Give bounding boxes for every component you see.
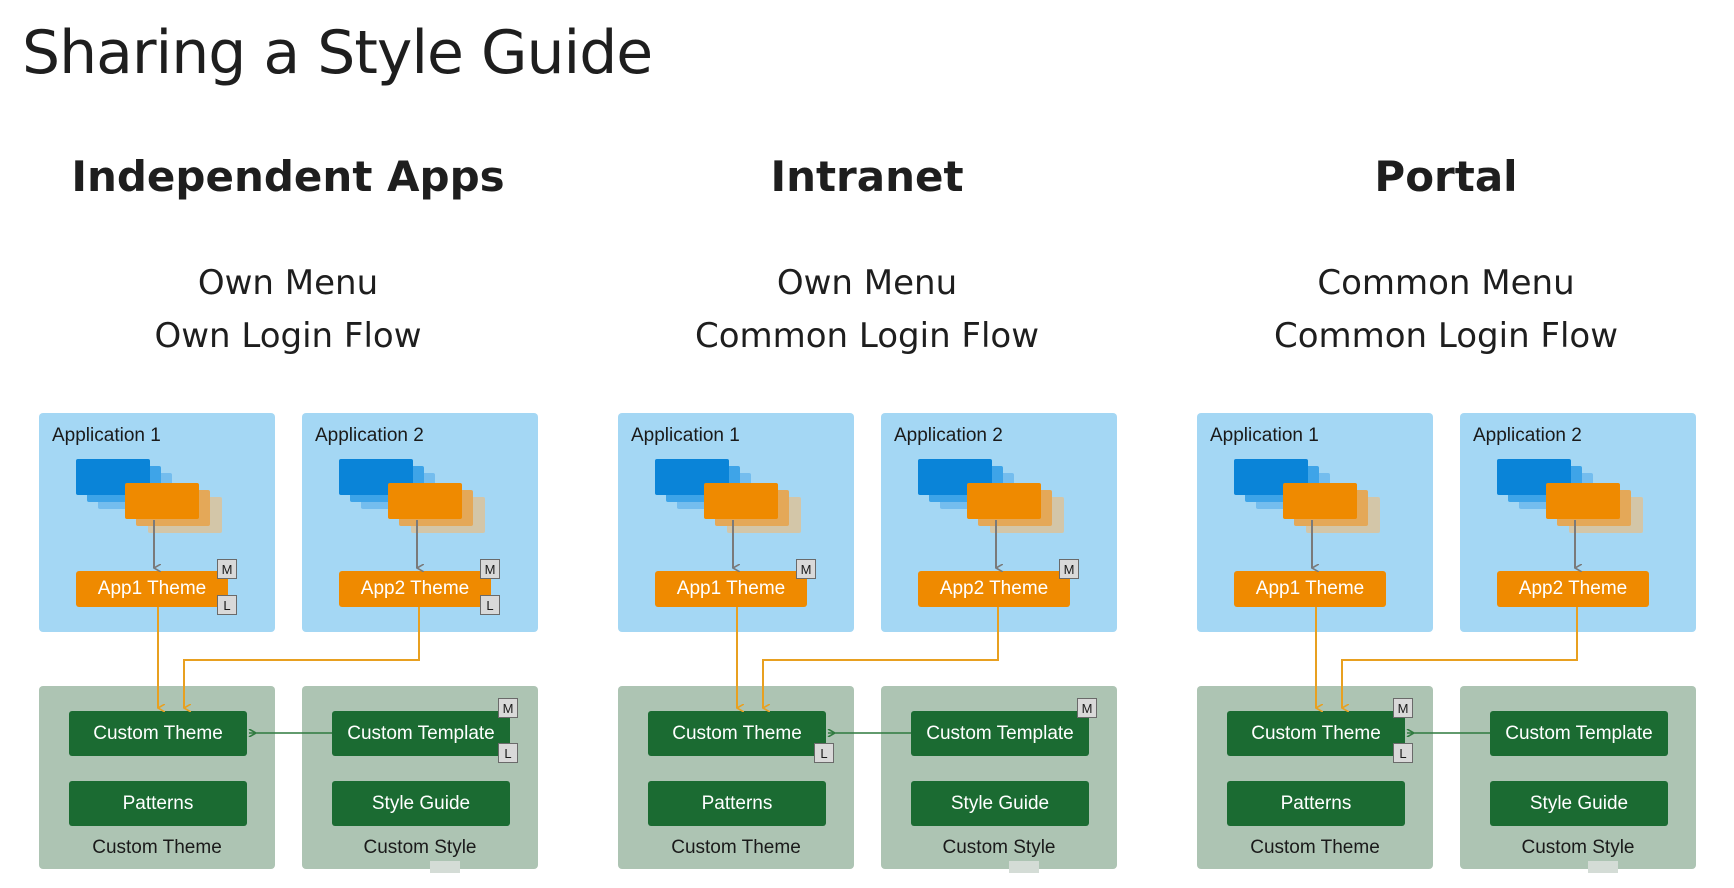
footer-stub <box>1588 861 1618 873</box>
patterns-button[interactable]: Patterns <box>1227 781 1405 826</box>
login-flow-label: Common Login Flow <box>694 316 1040 356</box>
login-tag: L <box>480 595 500 615</box>
menu-label: Own Menu <box>776 263 958 303</box>
page-title: Sharing a Style Guide <box>22 18 653 88</box>
login-flow-label: Own Login Flow <box>154 316 422 356</box>
patterns-button[interactable]: Patterns <box>69 781 247 826</box>
application-2-box: Application 2 App2 Theme <box>1460 413 1696 632</box>
custom-theme-box: Custom Theme Patterns Custom Theme <box>39 686 275 869</box>
custom-theme-caption: Custom Theme <box>671 837 801 858</box>
login-tag: L <box>498 743 518 763</box>
menu-tag: M <box>480 559 500 579</box>
custom-theme-caption: Custom Theme <box>1250 837 1380 858</box>
menu-tag: M <box>498 698 518 718</box>
app1-theme-button[interactable]: App1 Theme <box>655 571 807 607</box>
application-title: Application 2 <box>894 425 1003 446</box>
style-guide-button[interactable]: Style Guide <box>332 781 510 826</box>
custom-theme-caption: Custom Theme <box>92 837 222 858</box>
footer-stub <box>430 861 460 873</box>
app1-theme-button[interactable]: App1 Theme <box>76 571 228 607</box>
custom-style-box: Custom Template M Style Guide Custom Sty… <box>881 686 1117 873</box>
application-1-box: Application 1 App1 Theme M <box>618 413 854 632</box>
menu-tag: M <box>217 559 237 579</box>
app2-theme-button[interactable]: App2 Theme <box>1497 571 1649 607</box>
column-heading: Independent Apps <box>71 152 505 201</box>
app2-theme-button[interactable]: App2 Theme <box>339 571 491 607</box>
application-1-box: Application 1 App1 Theme M L <box>39 413 275 632</box>
custom-theme-button[interactable]: Custom Theme <box>69 711 247 756</box>
column-heading: Portal <box>1374 152 1518 201</box>
application-2-box: Application 2 App2 Theme M L <box>302 413 538 632</box>
custom-template-button[interactable]: Custom Template <box>332 711 510 756</box>
column-heading: Intranet <box>770 152 964 201</box>
style-guide-button[interactable]: Style Guide <box>911 781 1089 826</box>
custom-style-caption: Custom Style <box>363 837 477 858</box>
patterns-button[interactable]: Patterns <box>648 781 826 826</box>
style-guide-button[interactable]: Style Guide <box>1490 781 1668 826</box>
application-1-box: Application 1 App1 Theme <box>1197 413 1433 632</box>
login-tag: L <box>217 595 237 615</box>
custom-theme-box: Custom Theme M L Patterns Custom Theme <box>1197 686 1433 869</box>
login-tag: L <box>814 743 834 763</box>
application-title: Application 2 <box>1473 425 1582 446</box>
footer-stub <box>1009 861 1039 873</box>
custom-template-button[interactable]: Custom Template <box>911 711 1089 756</box>
custom-theme-box: Custom Theme L Patterns Custom Theme <box>618 686 854 869</box>
menu-tag: M <box>1077 698 1097 718</box>
custom-theme-button[interactable]: Custom Theme <box>1227 711 1405 756</box>
custom-style-box: Custom Template Style Guide Custom Style <box>1460 686 1696 873</box>
login-flow-label: Common Login Flow <box>1273 316 1619 356</box>
app2-theme-button[interactable]: App2 Theme <box>918 571 1070 607</box>
custom-style-box: Custom Template M L Style Guide Custom S… <box>302 686 538 873</box>
application-title: Application 1 <box>631 425 740 446</box>
custom-style-caption: Custom Style <box>942 837 1056 858</box>
menu-tag: M <box>1059 559 1079 579</box>
menu-tag: M <box>796 559 816 579</box>
application-title: Application 1 <box>52 425 161 446</box>
custom-template-button[interactable]: Custom Template <box>1490 711 1668 756</box>
menu-label: Own Menu <box>197 263 379 303</box>
application-title: Application 1 <box>1210 425 1319 446</box>
application-title: Application 2 <box>315 425 424 446</box>
custom-style-caption: Custom Style <box>1521 837 1635 858</box>
login-tag: L <box>1393 743 1413 763</box>
app1-theme-button[interactable]: App1 Theme <box>1234 571 1386 607</box>
custom-theme-button[interactable]: Custom Theme <box>648 711 826 756</box>
menu-label: Common Menu <box>1317 263 1575 303</box>
menu-tag: M <box>1393 698 1413 718</box>
application-2-box: Application 2 App2 Theme M <box>881 413 1117 632</box>
